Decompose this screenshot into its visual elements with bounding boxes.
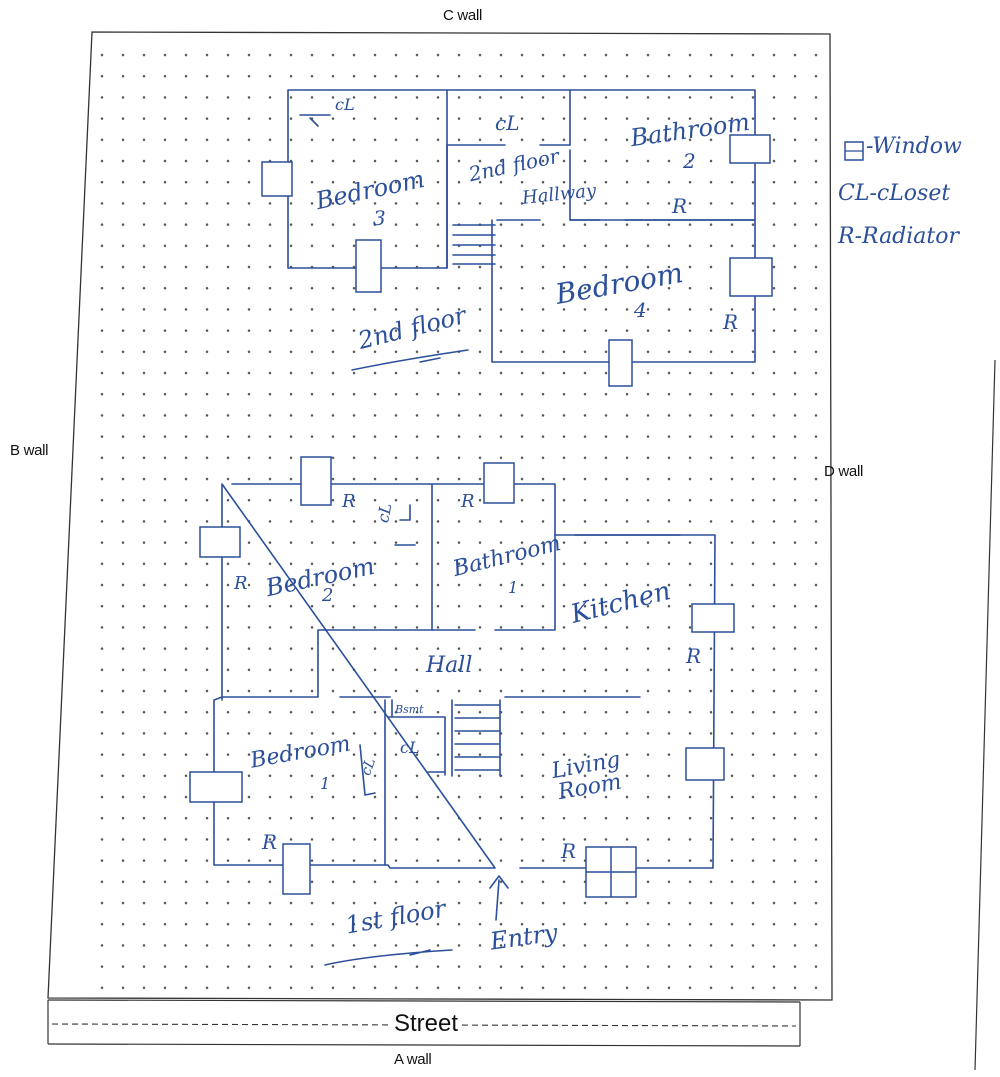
radiator-label: R bbox=[672, 194, 688, 218]
basement-label: Bsmt bbox=[395, 703, 424, 716]
page-edge bbox=[974, 359, 996, 1071]
wall-label-left: B wall bbox=[10, 442, 49, 459]
closet-label: cL bbox=[495, 111, 520, 135]
window-icon bbox=[199, 526, 241, 558]
window-icon bbox=[729, 257, 773, 297]
radiator-label: R bbox=[561, 839, 577, 863]
room-hall-name: Hall bbox=[426, 653, 473, 678]
second-floor-walls bbox=[287, 89, 756, 363]
radiator-label: R bbox=[461, 491, 475, 512]
floor-label-underlines bbox=[324, 349, 469, 966]
room-bedroom-3-number: 3 bbox=[373, 206, 386, 230]
window-icon bbox=[483, 462, 515, 504]
closet-label: cL bbox=[400, 738, 420, 757]
room-bedroom-2-number: 2 bbox=[322, 585, 334, 606]
window-icon bbox=[261, 161, 293, 197]
closet-label: cL bbox=[335, 95, 355, 114]
street-label: Street bbox=[390, 1010, 463, 1038]
wall-label-top: C wall bbox=[443, 7, 483, 24]
window-icon bbox=[189, 771, 243, 803]
legend-closet: CL-cLoset bbox=[838, 181, 951, 206]
radiator-label: R bbox=[723, 310, 739, 334]
radiator-label: R bbox=[262, 830, 278, 854]
wall-label-right: D wall bbox=[824, 463, 864, 480]
radiator-label: R bbox=[686, 644, 702, 668]
second-floor-windows bbox=[261, 134, 773, 387]
first-floor-windows bbox=[189, 456, 735, 898]
wall-label-bottom: A wall bbox=[394, 1051, 432, 1068]
room-bedroom-4-number: 4 bbox=[634, 298, 647, 322]
window-icon bbox=[691, 603, 735, 633]
room-bedroom-1-number: 1 bbox=[320, 774, 331, 793]
radiator-label: R bbox=[234, 573, 248, 594]
window-icon bbox=[685, 747, 725, 781]
room-bathroom-2-number: 2 bbox=[683, 149, 696, 173]
window-icon bbox=[608, 339, 633, 387]
window-icon bbox=[282, 843, 311, 895]
radiator-label: R bbox=[342, 491, 356, 512]
legend-window: -Window bbox=[866, 134, 962, 159]
room-bathroom-1-number: 1 bbox=[508, 578, 519, 597]
window-icon bbox=[729, 134, 771, 164]
window-icon bbox=[300, 456, 332, 506]
closet-label: cL bbox=[373, 501, 396, 525]
property-outline bbox=[47, 31, 833, 1001]
dot-grid bbox=[94, 36, 829, 996]
legend-radiator: R-Radiator bbox=[838, 224, 960, 249]
window-icon bbox=[355, 239, 382, 293]
